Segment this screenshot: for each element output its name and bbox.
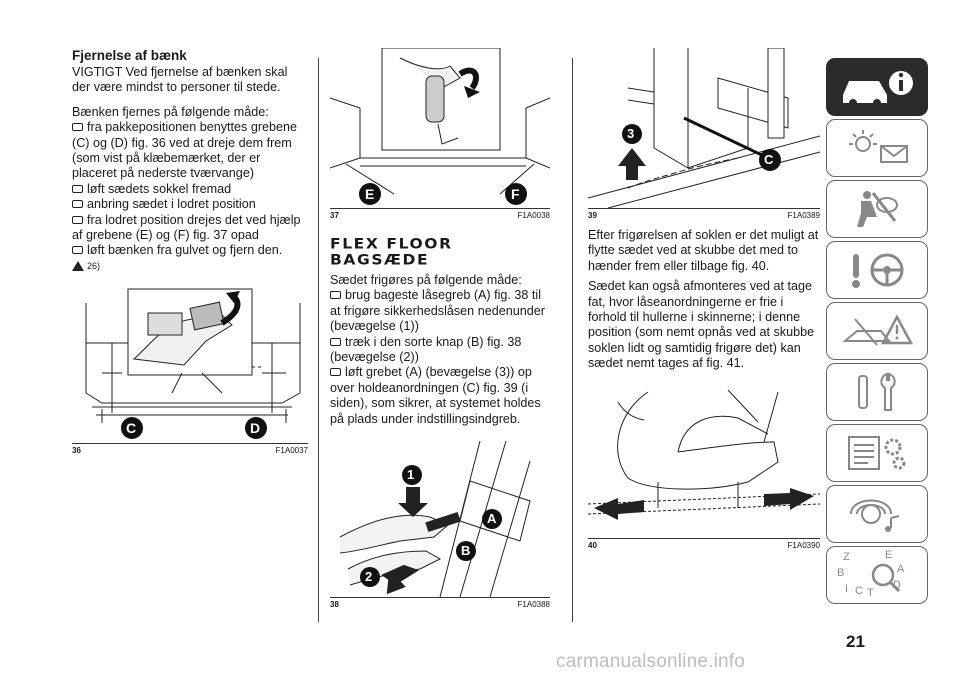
index-letter: C [855,585,863,597]
seat-rail-illustration [588,48,820,208]
figure-label-e: E [365,186,375,202]
figure-label-2: 2 [365,569,373,585]
column-divider [318,58,319,622]
index-letter: Z [843,551,850,563]
chapter-tab-emergency[interactable] [826,302,928,360]
index-letter: E [885,549,893,561]
figure-label-a: A [487,511,497,527]
figure-label-d: D [250,419,261,436]
list-item: løft grebet (A) (bevægelse (3)) op over … [330,365,541,426]
warning-reference: 26) [72,260,308,271]
bullet-box-icon [72,246,83,255]
chapter-tab-multimedia[interactable] [826,485,928,543]
steering-wheel-icon [852,253,904,288]
bullet-box-icon [72,123,83,132]
list-item: fra lodret position drejes det ved hjælp… [72,212,301,243]
page-number: 21 [846,632,865,651]
column-2: E F 37 F1A0038 FLEX FLOOR BAGSÆDE Sædet … [330,48,550,609]
index-letter: I [845,583,849,595]
index-letter: B [837,567,845,579]
figure-label-3: 3 [627,126,635,141]
figure-code: F1A0388 [517,600,550,610]
column-1: Fjernelse af bænk VIGTIGT Ved fjernelse … [72,48,308,455]
body-paragraph: Efter frigørelsen af soklen er det mulig… [588,228,819,273]
figure-caption: 39 F1A0389 [588,211,820,220]
figure-number: 38 [330,600,339,610]
figure-label-1: 1 [407,467,415,483]
seat-slide-illustration [588,389,820,520]
warning-triangle-icon [72,260,84,271]
figure-code: F1A0389 [787,211,820,220]
seat-release-illustration [339,441,531,598]
multimedia-icon [850,499,900,532]
list-item: fra pakkepositionen benyttes grebene (C)… [72,120,298,181]
figure-caption: 38 F1A0388 [330,600,550,609]
list-item: brug bageste låsegreb (A) fig. 38 til at… [330,288,545,334]
figure-number: 39 [588,211,597,220]
figure-number: 36 [72,445,81,455]
car-info-icon [843,71,913,107]
figure-label-c: C [126,419,137,436]
bullet-box-icon [72,184,83,193]
bullet-box-icon [72,215,83,224]
seat-lever-illustration [330,48,550,205]
figure-label-b: B [461,543,471,559]
list-item: anbring sædet i lodret position [72,197,308,212]
figure-code: F1A0390 [787,540,820,550]
important-note: VIGTIGT Ved fjernelse af bænken skal der… [72,65,288,95]
chapter-tab-maintenance[interactable] [826,363,928,421]
figure-number: 40 [588,540,597,550]
figure-code: F1A0038 [517,211,550,220]
chapter-tab-index[interactable]: Z E B A I C T D [826,546,928,604]
body-paragraph: Sædet kan også afmonteres ved at tage fa… [588,279,815,371]
technical-data-icon [848,436,906,470]
index-letter: A [897,563,905,575]
section-heading-flex-floor: FLEX FLOOR BAGSÆDE [330,235,453,269]
figure-caption: 37 F1A0038 [330,211,550,220]
bullet-box-icon [330,368,341,377]
maintenance-tools-icon [858,372,896,411]
chapter-tab-sidebar: Z E B A I C T D [826,58,928,607]
index-letter: D [893,579,901,591]
list-item: løft sædets sokkel fremad [72,182,308,197]
alphabetical-index-icon [871,563,901,593]
list-item: træk i den sorte knap (B) fig. 38 (bevæg… [330,334,522,365]
breakdown-warning-icon [842,314,914,346]
chapter-tab-technical-data[interactable] [826,424,928,482]
figure-38: 1 A B 2 [330,441,550,599]
list-item: løft bænken fra gulvet og fjern den. [72,243,308,258]
figure-label-c: C [764,152,774,167]
bullet-box-icon [330,337,341,346]
chapter-tab-safety[interactable] [826,180,928,238]
bullet-box-icon [330,291,341,300]
figure-number: 37 [330,211,339,220]
chapter-tab-getting-to-know[interactable] [826,58,928,116]
column-divider [572,58,573,622]
intro-text: Sædet frigøres på følgende måde: [330,273,522,287]
watermark-text: carmanualsonline.info [556,651,746,672]
figure-caption: 36 F1A0037 [72,446,308,455]
figure-37: E F [330,48,550,209]
chapter-tab-dashboard[interactable] [826,119,928,177]
section-heading-remove-bench: Fjernelse af bænk [72,48,187,63]
intro-text: Bænken fjernes på følgende måde: [72,104,269,119]
figure-caption: 40 F1A0390 [588,541,820,550]
airbag-safety-icon [857,191,898,227]
figure-code: F1A0037 [275,445,308,455]
dashboard-lights-icon [849,130,908,163]
figure-36: C D [72,282,308,444]
index-letter: T [867,587,874,599]
figure-40 [588,381,820,539]
figure-label-f: F [511,186,520,202]
chapter-tab-driving[interactable] [826,241,928,299]
seat-lever-illustration [85,288,301,439]
column-3: 3 C 39 F1A0389 Efter frigørelsen af sokl… [588,48,820,550]
figure-39: 3 C [588,48,820,209]
bullet-box-icon [72,200,83,209]
